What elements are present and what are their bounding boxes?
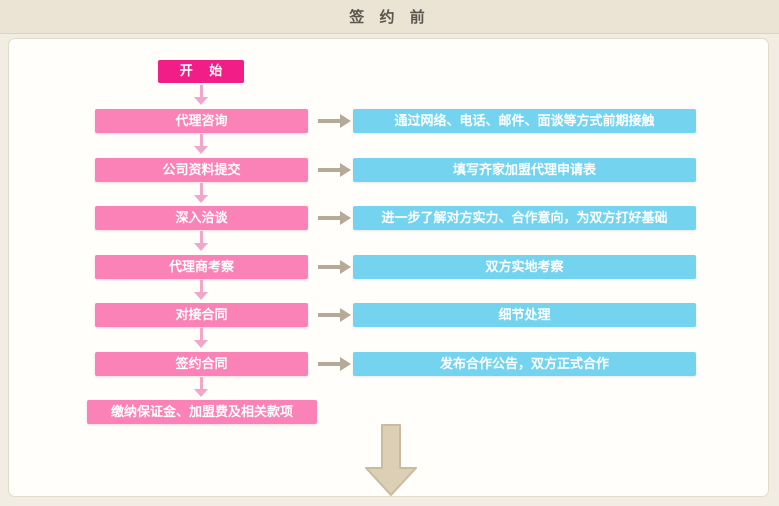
arrow-stem <box>199 377 203 389</box>
step-desc-box: 发布合作公告，双方正式合作 <box>353 352 696 376</box>
step-box: 签约合同 <box>95 352 308 376</box>
arrow-stem <box>318 216 340 220</box>
arrow-head <box>194 340 208 348</box>
right-arrow-icon <box>318 163 351 177</box>
arrow-stem <box>199 134 203 146</box>
down-arrow-icon <box>194 85 208 106</box>
right-arrow-icon <box>318 357 351 371</box>
arrow-head <box>340 211 351 225</box>
arrow-head <box>340 308 351 322</box>
arrow-head <box>194 97 208 105</box>
arrow-head <box>340 357 351 371</box>
page-title: 签 约 前 <box>349 8 430 26</box>
arrow-stem <box>318 168 340 172</box>
step-box: 深入洽谈 <box>95 206 308 230</box>
step-desc-box: 双方实地考察 <box>353 255 696 279</box>
start-box: 开 始 <box>158 60 244 83</box>
arrow-stem <box>318 362 340 366</box>
step-box: 代理咨询 <box>95 109 308 133</box>
down-arrow-icon <box>194 183 208 204</box>
arrow-stem <box>318 119 340 123</box>
step-desc-box: 进一步了解对方实力、合作意向，为双方打好基础 <box>353 206 696 230</box>
arrow-stem <box>318 313 340 317</box>
arrow-head <box>194 292 208 300</box>
arrow-stem <box>318 265 340 269</box>
step-desc-box: 通过网络、电话、邮件、面谈等方式前期接触 <box>353 109 696 133</box>
down-arrow-icon <box>194 280 208 301</box>
right-arrow-icon <box>318 308 351 322</box>
down-arrow-icon <box>194 134 208 155</box>
down-arrow-icon <box>194 328 208 349</box>
arrow-head <box>340 163 351 177</box>
arrow-head <box>194 389 208 397</box>
arrow-head <box>194 146 208 154</box>
step-box: 对接合同 <box>95 303 308 327</box>
right-arrow-icon <box>318 260 351 274</box>
flowchart-panel: 开 始 代理咨询 通过网络、电话、邮件、面谈等方式前期接触 公司资料提交 填写齐… <box>8 38 769 497</box>
arrow-head <box>340 114 351 128</box>
big-down-arrow-icon <box>365 424 417 496</box>
arrow-stem <box>199 328 203 340</box>
page-header: 签 约 前 <box>0 0 779 34</box>
down-arrow-icon <box>194 377 208 398</box>
arrow-stem <box>199 231 203 243</box>
right-arrow-icon <box>318 114 351 128</box>
arrow-head <box>194 243 208 251</box>
arrow-stem <box>199 280 203 292</box>
step-box: 公司资料提交 <box>95 158 308 182</box>
arrow-head <box>194 195 208 203</box>
arrow-head <box>340 260 351 274</box>
step-desc-box: 细节处理 <box>353 303 696 327</box>
arrow-stem <box>199 183 203 195</box>
step-box: 代理商考察 <box>95 255 308 279</box>
down-arrow-icon <box>194 231 208 252</box>
final-step-box: 缴纳保证金、加盟费及相关款项 <box>87 400 317 424</box>
step-desc-box: 填写齐家加盟代理申请表 <box>353 158 696 182</box>
arrow-stem <box>199 85 203 97</box>
right-arrow-icon <box>318 211 351 225</box>
